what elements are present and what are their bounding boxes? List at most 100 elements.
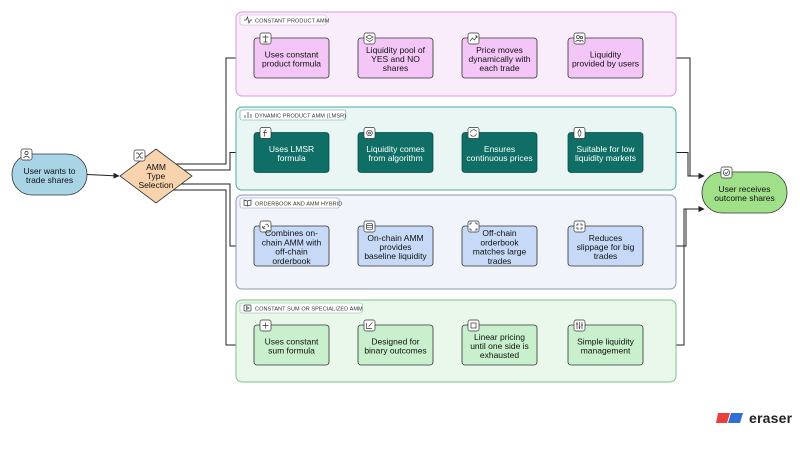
scale-icon (259, 32, 272, 45)
layers-icon (363, 32, 376, 45)
database-icon (363, 220, 376, 233)
shuffle-icon (133, 149, 146, 162)
process-node-label-line: Uses constant (265, 336, 319, 346)
process-node-label-line: Liquidity (590, 49, 622, 59)
end-node-label-line: User receives (719, 184, 771, 194)
process-node-label-line: off-chain (275, 247, 308, 257)
edit-icon (363, 319, 376, 332)
process-node-label-line: Suitable for low (576, 144, 635, 154)
swimlane-tag (239, 14, 327, 26)
shrink-icon (573, 220, 586, 233)
process-node-label-line: exhausted (480, 350, 519, 360)
process-node-box (461, 324, 538, 366)
expand-icon (467, 220, 480, 233)
process-node-box (253, 37, 330, 79)
process-node-box (357, 37, 434, 79)
swimlane-tag (239, 109, 347, 121)
swimlane-title: DYNAMIC PRODUCT AMM (LMSR) (255, 113, 346, 119)
process-node-label-line: Designed for (371, 336, 419, 346)
end-node-shape (701, 171, 788, 214)
plus-icon (259, 319, 272, 332)
process-node-label-line: formula (277, 153, 306, 163)
droplet-icon (573, 127, 586, 139)
process-node-box (461, 225, 538, 267)
process-node-label-line: chain AMM with (262, 237, 322, 247)
sliders-icon (573, 319, 586, 332)
process-node-label-line: Off-chain (482, 228, 517, 238)
process-node-box (253, 132, 330, 173)
decision-node-label-line: AMM (146, 162, 166, 172)
swimlane-2: DYNAMIC PRODUCT AMM (LMSR) (235, 106, 677, 191)
process-node-label-line: slippage for big (577, 242, 635, 252)
swimlane-tag (239, 197, 340, 209)
process-node-box (357, 324, 434, 366)
process-node-label-line: Simple liquidity (577, 336, 634, 346)
brand-name: eraser (749, 410, 793, 426)
process-node-label-line: liquidity markets (575, 153, 636, 163)
process-node-label-line: matches large (473, 247, 527, 257)
process-node-box (461, 37, 538, 79)
process-node-label-line: trades (594, 251, 618, 261)
swimlane-title: CONSTANT SUM OR SPECIALIZED AMM (255, 306, 363, 312)
gear-icon (363, 127, 376, 139)
square-icon (467, 319, 480, 332)
decision-node-shape (119, 148, 193, 204)
process-node-label-line: baseline liquidity (364, 251, 427, 261)
process-node-label-line: sum formula (268, 346, 315, 356)
start-node-shape (11, 153, 88, 196)
process-node-box (357, 225, 434, 267)
process-node-box (253, 225, 330, 267)
process-node-box (567, 225, 644, 267)
process-node-box (567, 132, 644, 173)
refresh-icon (467, 127, 480, 139)
process-node-box (461, 132, 538, 173)
process-node-label-line: continuous prices (466, 153, 532, 163)
process-node-label-line: shares (383, 63, 409, 73)
swimlane-title: ORDERBOOK AND AMM HYBRID (255, 201, 342, 207)
activity-icon (244, 15, 252, 25)
swimlane-box (235, 106, 677, 191)
process-node-label-line: management (581, 346, 631, 356)
process-node-label-line: Uses constant (265, 49, 319, 59)
check-circle-icon (720, 166, 733, 179)
swimlane-box (235, 11, 677, 97)
decision-node-label-line: Selection (139, 180, 174, 190)
process-node-label-line: orderbook (272, 256, 311, 266)
process-node-label-line: product formula (262, 59, 321, 69)
process-node-label-line: Price moves (476, 45, 523, 55)
trend-icon (467, 32, 480, 45)
process-node-label-line: Liquidity comes (366, 144, 425, 154)
swimlane-4: CONSTANT SUM OR SPECIALIZED AMM (235, 299, 677, 383)
start-node-label-line: User wants to (24, 166, 76, 176)
decision-node-label-line: Type (147, 171, 166, 181)
process-node-label-line: Linear pricing (474, 332, 525, 342)
process-node-label-line: dynamically with (469, 54, 531, 64)
